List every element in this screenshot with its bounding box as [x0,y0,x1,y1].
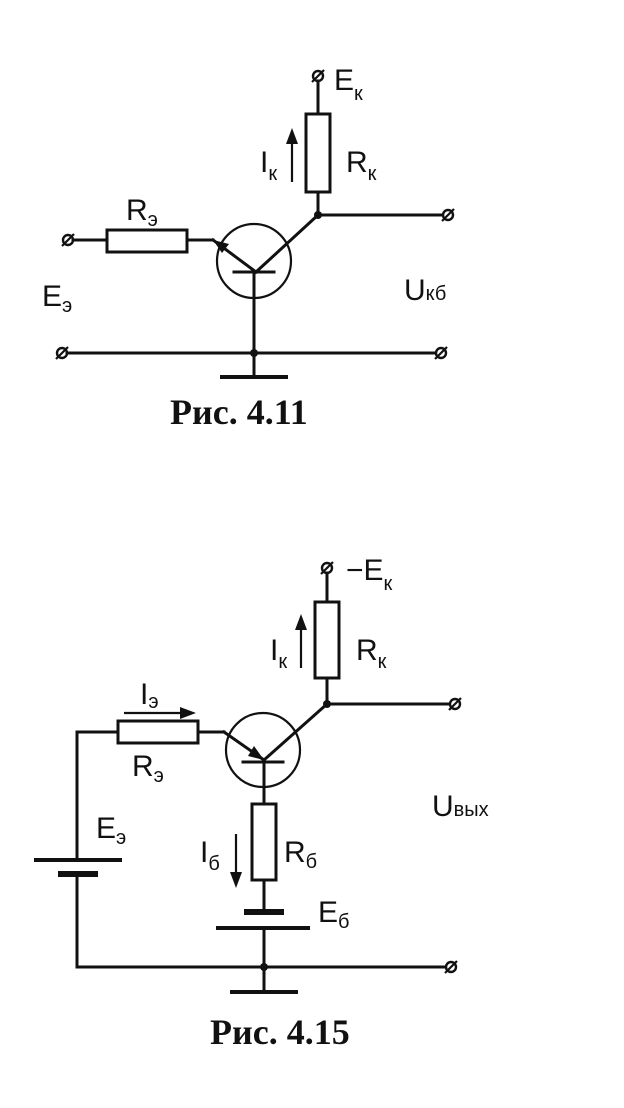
label-ek: Eк [334,64,363,105]
battery-eb [216,909,310,930]
label-ik: Iк [260,146,277,185]
label-ib: Iб [200,836,220,875]
label-ee: Eэ [42,280,72,317]
current-arrow-ib [230,834,242,888]
figure-4-15: −Eк Iк Rк Iэ Rэ Eэ Uвых Iб Rб Eб Рис. 4.… [34,554,489,1052]
label-ie: Iэ [140,678,159,713]
figure-4-11: Eк Iк Rк Rэ Eэ Uкб Рис. 4.11 [42,64,455,432]
label-ik-2: Iк [270,634,287,673]
label-minus-ek: −Eк [346,554,393,595]
label-eb: Eб [318,896,349,933]
current-arrow-ik [286,128,298,182]
label-ukb: Uкб [404,274,446,307]
resistor-rb [250,802,278,882]
label-rb: Rб [284,836,317,873]
caption-fig-4-15: Рис. 4.15 [210,1012,350,1052]
current-arrow-ie [124,707,196,719]
label-re-2: Rэ [132,750,164,787]
label-re: Rэ [126,194,158,231]
resistor-re [105,228,189,254]
label-uout: Uвых [432,790,489,823]
label-ee-2: Eэ [96,812,126,849]
transistor-vt1 [210,222,293,300]
label-rk-2: Rк [356,634,387,673]
resistor-re-2 [116,719,200,745]
resistor-rk-2 [313,600,341,680]
resistor-rk [304,112,332,194]
label-rk: Rк [346,146,377,185]
transistor-vt2 [221,711,302,789]
current-arrow-ik-2 [295,614,307,668]
battery-ee [34,858,122,877]
caption-fig-4-11: Рис. 4.11 [170,392,308,432]
